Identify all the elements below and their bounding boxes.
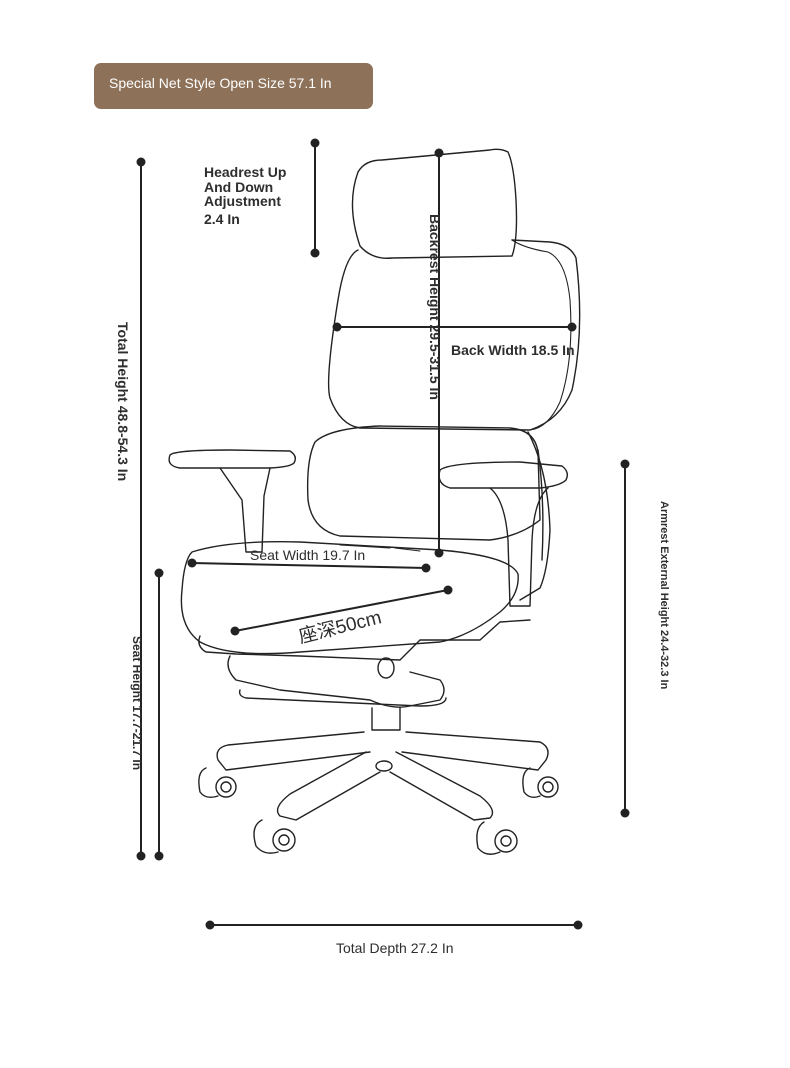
gas-lift xyxy=(371,707,401,731)
dimension-lines xyxy=(140,142,626,926)
seat-width-label: Seat Width 19.7 In xyxy=(250,547,366,563)
base-leg-front-left xyxy=(276,751,381,821)
base-hub-wheel xyxy=(375,760,393,772)
open-size-text: Special Net Style Open Size 57.1 In xyxy=(109,75,332,91)
footrest-frame xyxy=(227,655,445,708)
headrest-label-line3: Adjustment xyxy=(204,193,281,210)
total-height-label: Total Height 48.8-54.3 In xyxy=(115,322,131,482)
headrest-label-value: 2.4 In xyxy=(204,211,240,228)
caster-front-left xyxy=(253,819,296,854)
base-leg-left xyxy=(216,731,371,771)
seat-outline xyxy=(180,541,519,655)
base-leg-front-right xyxy=(389,751,494,821)
left-armrest-post xyxy=(219,467,271,553)
gas-lift-collar xyxy=(377,657,395,679)
right-armrest-pad xyxy=(438,461,569,489)
headrest-label: Headrest Up And Down Adjustment 2.4 In xyxy=(204,165,286,227)
seat-depth-line xyxy=(234,589,449,632)
seat-mesh-inner xyxy=(339,544,421,552)
headrest-label-line1: Headrest Up xyxy=(204,164,287,180)
open-size-badge: Special Net Style Open Size 57.1 In xyxy=(94,63,373,109)
headrest-label-line2: And Down xyxy=(204,178,274,195)
caster-right-back xyxy=(522,767,559,799)
back-frame-inner xyxy=(537,449,544,561)
seat-width-line xyxy=(191,562,427,569)
lumbar-cushion xyxy=(306,425,541,541)
footrest-pad xyxy=(238,689,447,707)
dimension-endpoints xyxy=(136,138,630,930)
left-armrest-pad xyxy=(168,449,297,469)
headrest-outline xyxy=(351,148,518,259)
seat-height-label: Seat Height 17.7-21.7 In xyxy=(130,636,144,771)
back-frame xyxy=(519,431,551,601)
base-leg-right xyxy=(401,731,549,771)
backrest-outline xyxy=(327,239,581,431)
armrest-height-label: Armrest External Height 24.4-32.3 In xyxy=(658,501,670,690)
total-depth-label: Total Depth 27.2 In xyxy=(336,940,454,956)
caster-left-back xyxy=(198,767,237,799)
caster-front-right xyxy=(476,821,518,855)
backrest-inner xyxy=(511,239,572,431)
back-width-label: Back Width 18.5 In xyxy=(451,342,575,358)
seat-mechanism xyxy=(198,619,531,661)
right-armrest-post xyxy=(489,487,549,607)
backrest-height-label: Backrest Height 29.5-31.5 In xyxy=(427,214,443,400)
